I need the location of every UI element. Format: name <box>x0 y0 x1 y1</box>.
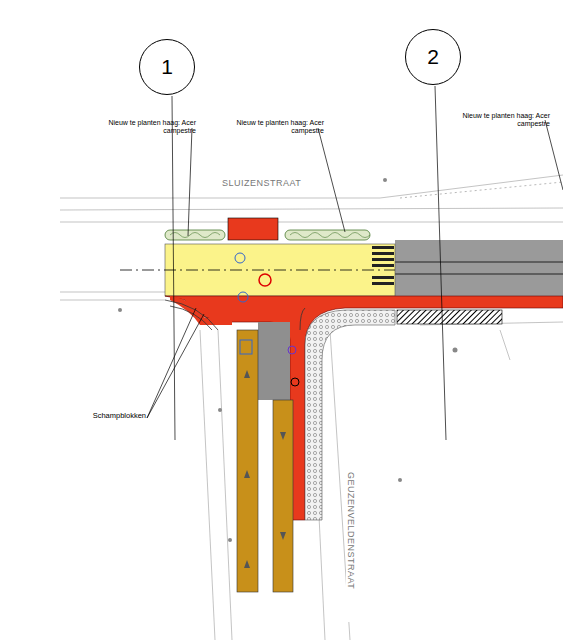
hedge-note: Nieuw te planten haag: Acer campestre <box>108 119 196 135</box>
hedge-note: Nieuw te planten haag: Acer campestre <box>452 112 550 128</box>
callout-circle: 1 <box>139 39 195 95</box>
hedge-note: Nieuw te planten haag: Acer campestre <box>236 119 324 135</box>
callout-number: 1 <box>161 55 173 79</box>
street-name: GEUZENVELDENSTRAAT <box>346 472 356 622</box>
callout-number: 2 <box>427 45 439 69</box>
callout-circle: 2 <box>405 29 461 85</box>
street-name: SLUIZENSTRAAT <box>222 178 342 188</box>
callout-label: Schampblokken <box>60 412 146 421</box>
